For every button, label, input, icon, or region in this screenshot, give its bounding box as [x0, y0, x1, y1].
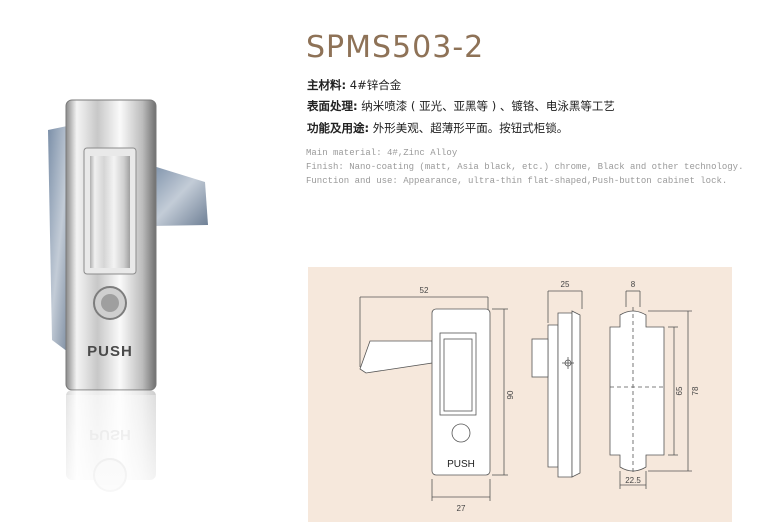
dim-back-bottom-width: 22.5	[625, 476, 641, 485]
drawing-push-label: PUSH	[447, 459, 475, 470]
dim-back-top-width: 8	[631, 280, 636, 289]
spec-function-cn: 功能及用途: 外形美观、超薄形平面。按钮式柜锁。	[307, 121, 569, 135]
product-title: SPMS503-2	[306, 30, 485, 65]
dim-back-height-outer: 78	[691, 386, 700, 395]
technical-drawing-panel: 52 90 27 PUSH 25 8 65 78 22.5	[308, 267, 732, 522]
dim-side-depth: 25	[561, 280, 570, 289]
spec-finish-en: Finish: Nano-coating (matt, Asia black, …	[306, 162, 744, 172]
dim-back-height-inner: 65	[675, 386, 684, 395]
spec-function-en: Function and use: Appearance, ultra-thin…	[306, 176, 728, 186]
spec-material-en: Main material: 4#,Zinc Alloy	[306, 148, 458, 158]
spec-material-cn: 主材料: 4#锌合金	[307, 78, 402, 92]
dim-front-height: 90	[506, 390, 515, 399]
dim-front-width: 52	[420, 286, 429, 295]
spec-finish-cn: 表面处理: 纳米喷漆 ( 亚光、亚黑等 ) 、镀铬、电泳黑等工艺	[307, 99, 615, 113]
product-photo: PUSH PUSH	[0, 99, 290, 527]
photo-push-label: PUSH	[87, 343, 133, 360]
dim-front-body-width: 27	[457, 504, 466, 513]
technical-drawing: 52 90 27 PUSH 25 8 65 78 22.5	[359, 280, 700, 513]
